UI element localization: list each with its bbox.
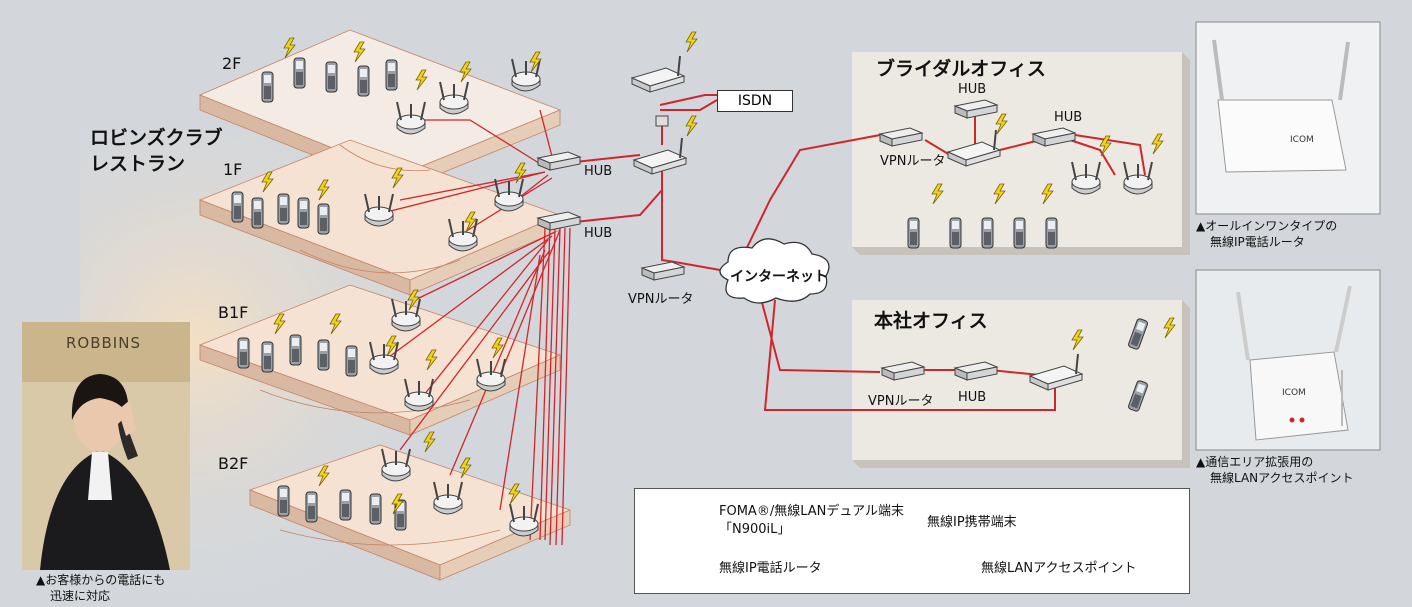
legend-foma-line2: 「N900iL」 (719, 522, 791, 537)
router-caption: ▲オールインワンタイプの 無線IP電話ルータ (1196, 218, 1337, 250)
hub-label-1f: HUB (584, 164, 613, 179)
ap-photo: ICOM (1195, 269, 1381, 451)
person-caption-line1: ▲お客様からの電話にも (36, 573, 166, 587)
bridal-vpn-label: VPNルータ (880, 154, 946, 169)
floor-label-b1f: B1F (218, 303, 249, 322)
internet-label: インターネット (730, 269, 828, 285)
head-vpn-label: VPNルータ (868, 394, 934, 409)
person-caption-line2: 迅速に対応 (50, 589, 111, 603)
devices (364, 55, 1153, 537)
bridal-hub-label-2: HUB (1054, 110, 1083, 125)
legend-ap: 無線LANアクセスポイント (981, 561, 1137, 576)
ap-caption: ▲通信エリア拡張用の 無線LANアクセスポイント (1196, 454, 1354, 486)
restaurant-title-line2: レストラン (90, 153, 186, 175)
svg-text:ICOM: ICOM (1290, 135, 1314, 145)
restaurant-title-line1: ロビンズクラブ (90, 127, 223, 149)
person-caption: ▲お客様からの電話にも 迅速に対応 (36, 572, 165, 604)
legend-phone: 無線IP携帯端末 (927, 515, 1017, 530)
bridal-office-title: ブライダルオフィス (876, 58, 1046, 80)
legend-box: FOMA®/無線LANデュアル端末 「N900iL」 無線IP携帯端末 無線IP… (634, 488, 1190, 594)
svg-text:ICOM: ICOM (1282, 388, 1306, 398)
router-caption-line2: 無線IP電話ルータ (1210, 235, 1305, 249)
router-caption-line1: ▲オールインワンタイプの (1196, 219, 1338, 233)
head-office-title: 本社オフィス (874, 310, 988, 332)
floor-label-1f: 1F (223, 160, 243, 179)
internet-cloud-shape (719, 238, 830, 304)
hub-label-b1f: HUB (584, 226, 613, 241)
bridal-hub-label-1: HUB (958, 82, 987, 97)
ap-caption-line1: ▲通信エリア拡張用の (1196, 455, 1314, 469)
restaurant-title: ロビンズクラブ レストラン (90, 125, 223, 177)
isdn-box: ISDN (717, 90, 793, 112)
floor-links (374, 109, 571, 546)
photo-sign: ROBBINS (66, 334, 141, 352)
ap-caption-line2: 無線LANアクセスポイント (1210, 471, 1354, 485)
floor-label-2f: 2F (222, 54, 242, 73)
vpn-router-label-main: VPNルータ (628, 292, 694, 307)
head-hub-label: HUB (958, 390, 987, 405)
legend-router: 無線IP電話ルータ (719, 561, 822, 576)
person-photo (22, 322, 190, 570)
router-photo: ICOM (1195, 21, 1381, 215)
floor-label-b2f: B2F (218, 454, 249, 473)
legend-foma-line1: FOMA®/無線LANデュアル端末 (719, 504, 904, 519)
legend-foma: FOMA®/無線LANデュアル端末 「N900iL」 (719, 503, 904, 539)
